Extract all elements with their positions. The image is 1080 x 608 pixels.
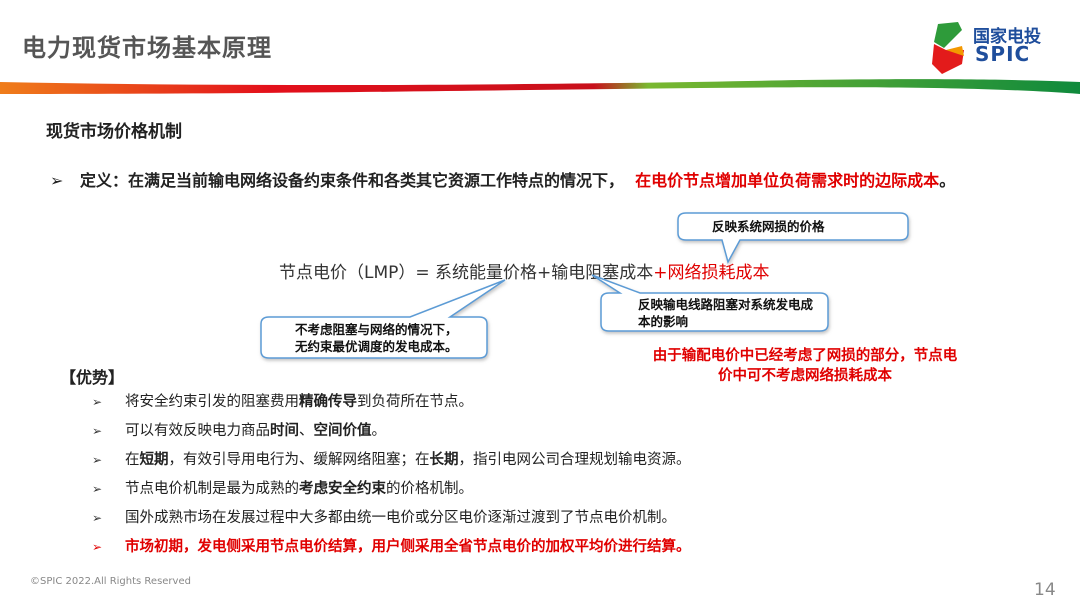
logo-english-text: SPIC (975, 42, 1031, 66)
bullet-arrow-icon: ➢ (92, 540, 103, 554)
callout-congestion: 反映输电线路阻塞对系统发电成本的影响 (638, 297, 814, 329)
callout-loss: 反映系统网损的价格 (712, 219, 825, 234)
item-text: 节点电价机制是最为成熟的考虑安全约束的价格机制。 (125, 481, 473, 497)
definition-label: 定义： (80, 171, 129, 190)
bullet-arrow-icon: ➢ (92, 453, 103, 467)
definition-text: 在满足当前输电网络设备约束条件和各类其它资源工作特点的情况下， (128, 171, 625, 190)
logo-chinese-text: 国家电投 (973, 27, 1041, 47)
advantages-heading: 【优势】 (60, 368, 125, 387)
list-item: ➢ 可以有效反映电力商品时间、空间价值。 (92, 421, 691, 450)
lmp-formula: 节点电价（LMP）= 系统能量价格+输电阻塞成本+网络损耗成本 (279, 258, 770, 283)
item-text: 将安全约束引发的阻塞费用精确传导到负荷所在节点。 (125, 394, 473, 410)
formula-loss-term: +网络损耗成本 (653, 263, 770, 283)
list-item: ➢ 将安全约束引发的阻塞费用精确传导到负荷所在节点。 (92, 392, 691, 421)
spic-logo (932, 22, 964, 74)
bullet-arrow-icon: ➢ (92, 395, 103, 409)
item-text: 国外成熟市场在发展过程中大多都由统一电价或分区电价逐渐过渡到了节点电价机制。 (125, 510, 676, 526)
definition: ➢ 定义：在满足当前输电网络设备约束条件和各类其它资源工作特点的情况下， 在电价节… (50, 166, 1040, 196)
bullet-arrow-icon: ➢ (92, 424, 103, 438)
item-text: 可以有效反映电力商品时间、空间价值。 (125, 423, 386, 439)
section-subtitle: 现货市场价格机制 (46, 122, 182, 142)
list-item: ➢ 在短期，有效引导用电行为、缓解网络阻塞；在长期，指引电网公司合理规划输电资源。 (92, 450, 691, 479)
bullet-arrow-icon: ➢ (50, 171, 64, 190)
item-text: 在短期，有效引导用电行为、缓解网络阻塞；在长期，指引电网公司合理规划输电资源。 (125, 452, 691, 468)
bullet-arrow-icon: ➢ (92, 482, 103, 496)
formula-main: 节点电价（LMP）= 系统能量价格+输电阻塞成本 (279, 263, 654, 283)
item-text: 市场初期，发电侧采用节点电价结算，用户侧采用全省节点电价的加权平均价进行结算。 (125, 539, 691, 555)
advantages-list: ➢ 将安全约束引发的阻塞费用精确传导到负荷所在节点。 ➢ 可以有效反映电力商品时间、… (92, 392, 691, 566)
copyright: ©SPIC 2022.All Rights Reserved (30, 576, 191, 587)
callout-energy: 不考虑阻塞与网络的情况下，无约束最优调度的发电成本。 (295, 322, 458, 354)
list-item: ➢ 节点电价机制是最为成熟的考虑安全约束的价格机制。 (92, 479, 691, 508)
loss-note: 由于输配电价中已经考虑了网损的部分，节点电价中可不考虑网络损耗成本 (652, 348, 958, 384)
definition-highlight: 在电价节点增加单位负荷需求时的边际成本 (635, 171, 940, 190)
definition-end: 。 (939, 171, 956, 190)
page-title: 电力现货市场基本原理 (22, 34, 272, 62)
bullet-arrow-icon: ➢ (92, 511, 103, 525)
list-item-highlight: ➢ 市场初期，发电侧采用节点电价结算，用户侧采用全省节点电价的加权平均价进行结算。 (92, 537, 691, 566)
page-number: 14 (1034, 580, 1056, 600)
list-item: ➢ 国外成熟市场在发展过程中大多都由统一电价或分区电价逐渐过渡到了节点电价机制。 (92, 508, 691, 537)
header-divider-wave (0, 79, 1080, 94)
